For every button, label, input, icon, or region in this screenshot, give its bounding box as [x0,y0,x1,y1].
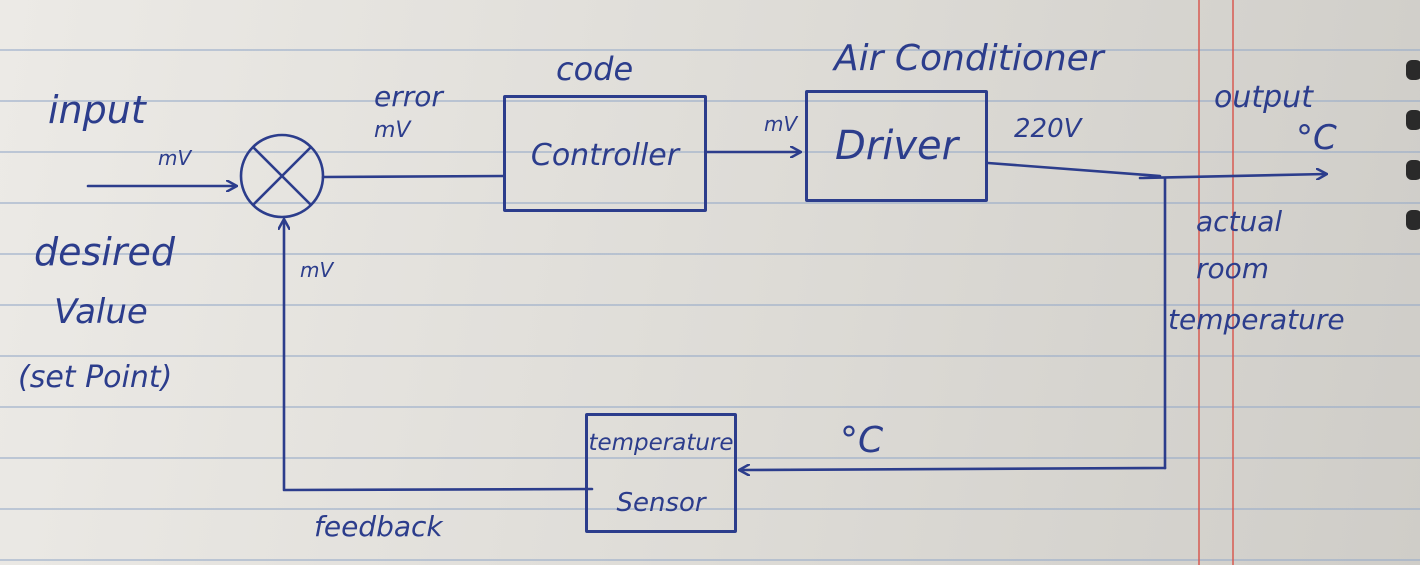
actual-room-temperature-line1: actual [1196,205,1283,238]
margin-line [1232,0,1234,565]
desired-value-line1: desired [34,230,175,274]
binder-hole [1406,60,1420,80]
output-arrow [1138,174,1326,178]
binder-hole [1406,210,1420,230]
binder-hole [1406,160,1420,180]
output-unit-label: °C [1296,118,1337,158]
binder-hole [1406,110,1420,130]
sensor-input-unit-label: °C [840,420,884,461]
feedback-label: feedback [314,510,443,543]
code-label: code [556,50,634,88]
actual-room-temperature-line2: room [1196,252,1270,285]
margin-line [1198,0,1200,565]
feedback-line [284,220,594,492]
summing-junction-cross [252,146,312,206]
driver-label: Driver [834,123,959,169]
desired-value-line3: (set Point) [18,360,173,395]
driver-output-line [986,161,1162,178]
feedback-unit-label: mV [300,258,334,282]
desired-value-line2: Value [54,292,148,332]
sensor-in-arrow [740,468,1167,470]
sensor-label-line1: temperature [588,430,734,456]
controller-label: Controller [530,138,680,173]
temperature-sensor-block: temperature Sensor [585,413,737,533]
actual-room-temperature-line3: temperature [1168,303,1345,336]
sensor-label-line2: Sensor [616,488,706,518]
output-label: output [1214,80,1313,115]
driver-output-voltage-label: 220V [1014,114,1082,144]
input-label: input [48,88,146,132]
driver-block: Driver [805,90,988,202]
error-label: error [374,80,443,113]
error-line [321,174,506,179]
error-unit-label: mV [374,118,411,143]
input-unit-label: mV [158,146,192,170]
controller-output-unit-label: mV [764,112,798,136]
air-conditioner-label: Air Conditioner [834,38,1104,79]
controller-block: Controller [503,95,707,212]
